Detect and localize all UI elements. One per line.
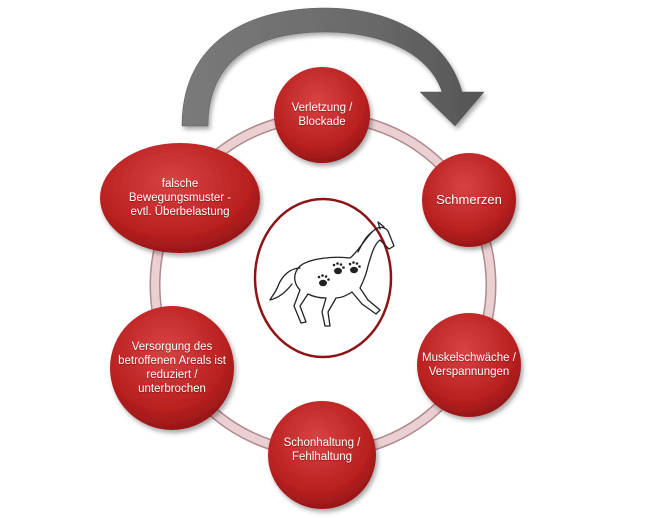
node-muskelschwaeche [417,313,521,417]
node-verletzung [274,67,370,163]
node-versorgung [110,306,234,430]
center-image [253,197,395,359]
node-label-schonhaltung: Schonhaltung / Fehlhaltung [283,437,361,463]
paw-print-icon [348,261,361,274]
horse-with-paw-prints-icon [269,221,395,327]
node-schonhaltung [268,401,376,509]
node-bewegungsmuster [100,143,260,253]
node-label-schmerzen: Schmerzen [436,192,502,207]
paw-print-icon [317,274,330,287]
curved-clockwise-arrow-icon [181,7,485,127]
node-label-versorgung: Versorgung des betroffenen Areals ist re… [118,341,226,395]
node-label-bewegungsmuster: falsche Bewegungsmuster - evtl. Überbela… [128,178,232,218]
paw-print-icon [332,262,345,275]
node-schmerzen [422,153,516,247]
node-label-verletzung: Verletzung / Blockade [291,102,353,128]
node-label-muskelschwaeche: Muskelschwäche / Verspannungen [422,352,516,378]
